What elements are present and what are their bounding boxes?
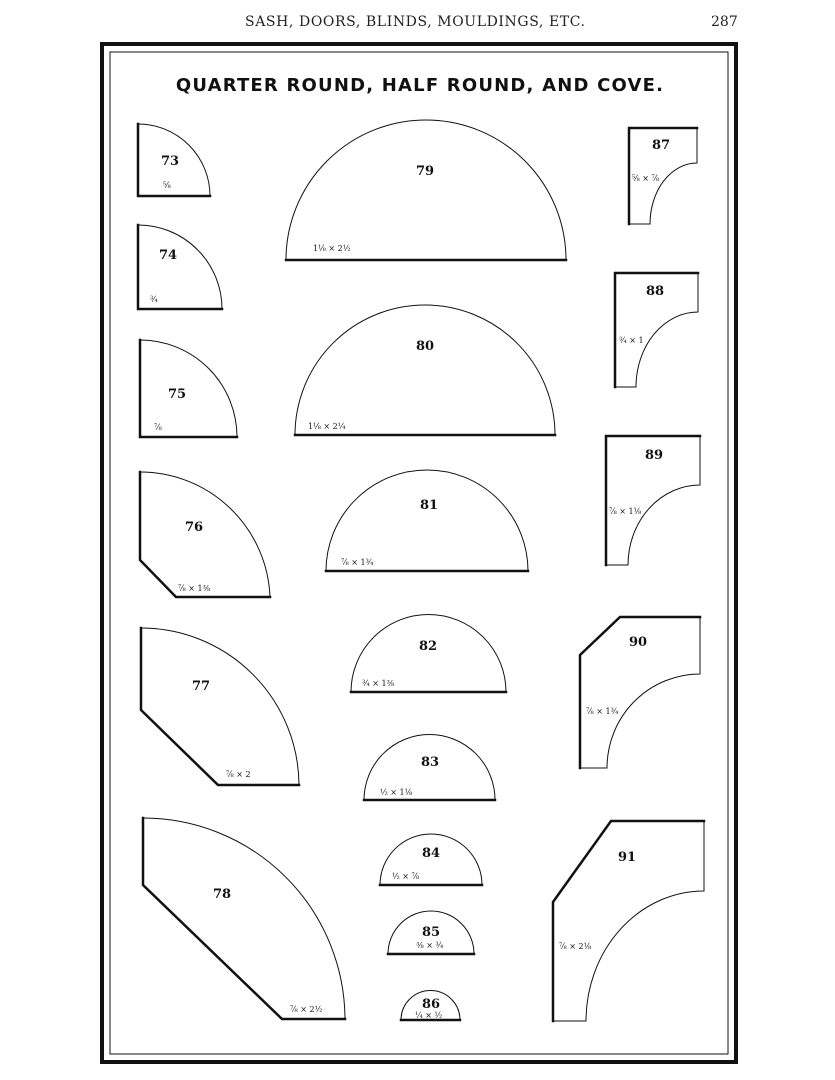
moulding-83: 83 ½ × 1⅛ (362, 734, 497, 802)
moulding-79: 79 1⅛ × 2½ (284, 119, 568, 262)
moulding-84-number: 84 (422, 846, 440, 861)
moulding-87-size: ⅝ × ⅞ (632, 174, 660, 183)
moulding-75-size: ⅞ (154, 423, 162, 432)
inner-border (109, 51, 729, 1055)
moulding-91: 91 ⅞ × 2⅛ (551, 819, 706, 1023)
moulding-76-size: ⅞ × 1⅜ (178, 584, 211, 593)
moulding-78-number: 78 (213, 887, 231, 902)
moulding-78: 78 ⅞ × 2½ (141, 816, 347, 1021)
moulding-83-size: ½ × 1⅛ (380, 788, 413, 797)
moulding-76-number: 76 (185, 520, 203, 535)
moulding-82-number: 82 (419, 639, 437, 654)
moulding-75: 75 ⅞ (138, 338, 239, 439)
moulding-73-number: 73 (161, 154, 179, 169)
moulding-75-number: 75 (168, 387, 186, 402)
moulding-73-size: ⅝ (163, 181, 171, 190)
moulding-87: 87 ⅝ × ⅞ (627, 126, 699, 226)
moulding-88: 88 ¾ × 1 (613, 271, 700, 389)
moulding-90-size: ⅞ × 1¾ (586, 707, 619, 716)
moulding-74-number: 74 (159, 248, 177, 263)
moulding-89-size: ⅞ × 1⅛ (609, 507, 642, 516)
moulding-85: 85 ⅜ × ¾ (386, 910, 476, 956)
moulding-86: 86 ¼ × ½ (399, 990, 462, 1022)
moulding-89: 89 ⅞ × 1⅛ (604, 434, 702, 567)
moulding-80-number: 80 (416, 339, 434, 354)
moulding-74-size: ¾ (150, 295, 158, 304)
moulding-74: 74 ¾ (136, 223, 224, 311)
running-head: SASH, DOORS, BLINDS, MOULDINGS, ETC. 287 (0, 14, 835, 38)
moulding-78-size: ⅞ × 2½ (290, 1005, 323, 1014)
running-title: SASH, DOORS, BLINDS, MOULDINGS, ETC. (245, 14, 586, 30)
moulding-89-number: 89 (645, 448, 663, 463)
moulding-81: 81 ⅞ × 1¾ (324, 469, 530, 573)
moulding-77-size: ⅞ × 2 (226, 770, 251, 779)
moulding-77-number: 77 (192, 679, 210, 694)
moulding-87-number: 87 (652, 138, 670, 153)
moulding-81-size: ⅞ × 1¾ (341, 558, 374, 567)
moulding-82-size: ¾ × 1⅜ (362, 679, 395, 688)
moulding-86-number: 86 (422, 997, 440, 1012)
moulding-83-number: 83 (421, 755, 439, 770)
moulding-81-number: 81 (420, 498, 438, 513)
moulding-80-size: 1⅛ × 2¼ (308, 422, 346, 431)
moulding-79-size: 1⅛ × 2½ (313, 244, 351, 253)
moulding-73: 73 ⅝ (136, 122, 212, 198)
page-number: 287 (711, 14, 738, 30)
moulding-79-number: 79 (416, 164, 434, 179)
moulding-90: 90 ⅞ × 1¾ (578, 615, 702, 770)
moulding-82: 82 ¾ × 1⅜ (349, 614, 508, 694)
moulding-90-number: 90 (629, 635, 647, 650)
moulding-88-size: ¾ × 1 (619, 336, 644, 345)
moulding-76: 76 ⅞ × 1⅜ (138, 470, 272, 599)
moulding-88-number: 88 (646, 284, 664, 299)
moulding-84-size: ½ × ⅞ (392, 872, 420, 881)
moulding-91-number: 91 (618, 850, 636, 865)
moulding-84: 84 ½ × ⅞ (378, 833, 484, 887)
moulding-77: 77 ⅞ × 2 (139, 626, 301, 787)
moulding-85-size: ⅜ × ¾ (416, 941, 444, 950)
plate-title: QUARTER ROUND, HALF ROUND, AND COVE. (176, 75, 664, 96)
moulding-91-size: ⅞ × 2⅛ (559, 942, 592, 951)
outer-border (100, 42, 738, 1064)
moulding-80: 80 1⅛ × 2¼ (293, 304, 557, 437)
moulding-86-size: ¼ × ½ (415, 1011, 443, 1020)
moulding-85-number: 85 (422, 925, 440, 940)
